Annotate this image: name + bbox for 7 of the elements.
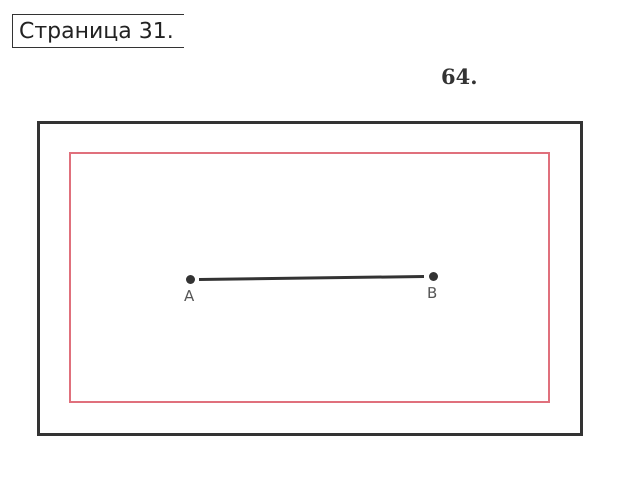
page-heading: Страница 31. xyxy=(12,14,184,48)
point-label: B xyxy=(427,284,438,302)
problem-number: 64. xyxy=(441,64,478,89)
point-label: A xyxy=(184,287,194,305)
outer-rectangle xyxy=(37,121,583,436)
inner-rectangle xyxy=(69,152,550,403)
line-segment xyxy=(198,275,424,281)
